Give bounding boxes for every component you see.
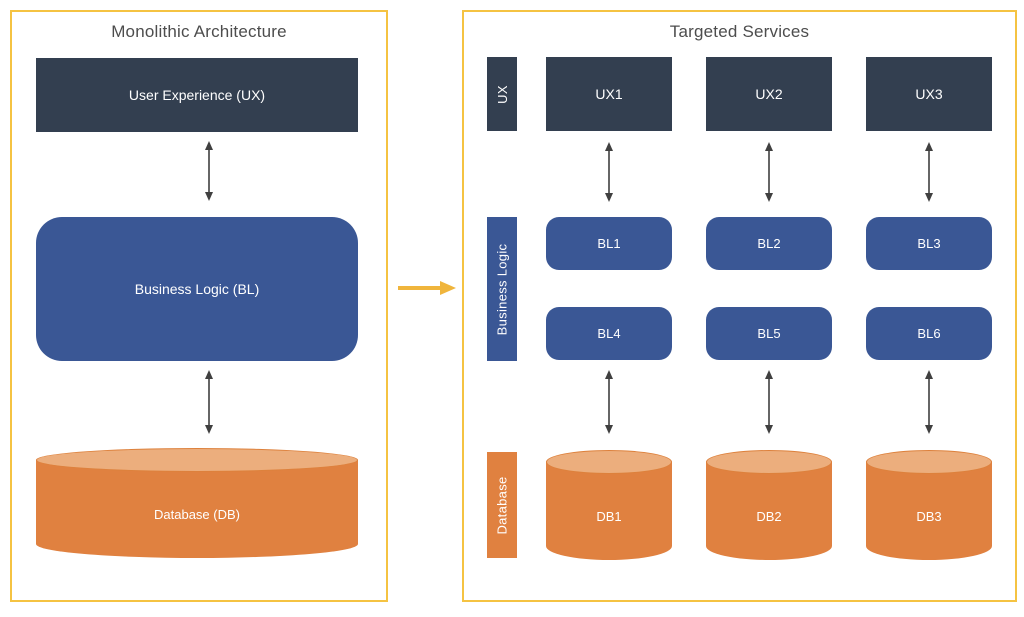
double-arrow-icon <box>205 141 213 201</box>
double-arrow-icon <box>765 142 773 202</box>
targeted-services-title: Targeted Services <box>669 22 810 41</box>
service-box-ux1: UX1 <box>546 57 672 131</box>
service-box-ux3: UX3 <box>866 57 992 131</box>
service-db3-cylinder: DB3 <box>866 450 992 560</box>
cylinder-top-ellipse <box>546 450 672 474</box>
cylinder-top-ellipse <box>866 450 992 474</box>
cylinder-top-ellipse <box>706 450 832 474</box>
service-box-bl1: BL1 <box>546 217 672 270</box>
service-box-ux2: UX2 <box>706 57 832 131</box>
double-arrow-icon <box>925 142 933 202</box>
double-arrow-icon <box>765 370 773 434</box>
service-db2-cylinder: DB2 <box>706 450 832 560</box>
row-label-business-logic: Business Logic <box>487 217 517 361</box>
monolithic-panel-title: Monolithic Architecture <box>111 22 287 41</box>
double-arrow-icon <box>605 370 613 434</box>
double-arrow-icon <box>925 370 933 434</box>
targeted-services-panel: Targeted Services UX UX1 UX2 UX3 <box>462 10 1017 602</box>
row-label-ux: UX <box>487 57 517 131</box>
monolith-ux-box: User Experience (UX) <box>36 58 358 132</box>
service-box-bl3: BL3 <box>866 217 992 270</box>
monolith-bl-label: Business Logic (BL) <box>134 281 260 297</box>
service-box-bl4: BL4 <box>546 307 672 360</box>
monolith-db-label: Database (DB) <box>154 506 240 522</box>
row-label-database: Database <box>487 452 517 558</box>
service-box-bl6: BL6 <box>866 307 992 360</box>
service-box-bl5: BL5 <box>706 307 832 360</box>
monolith-bl-box: Business Logic (BL) <box>36 217 358 361</box>
monolith-db-cylinder: Database (DB) <box>36 448 358 558</box>
service-box-bl2: BL2 <box>706 217 832 270</box>
double-arrow-icon <box>605 142 613 202</box>
monolithic-panel: Monolithic Architecture User Experience … <box>10 10 388 602</box>
transform-right-arrow-icon <box>398 281 456 295</box>
service-db1-cylinder: DB1 <box>546 450 672 560</box>
cylinder-top-ellipse <box>36 448 358 472</box>
monolith-ux-label: User Experience (UX) <box>128 87 266 103</box>
double-arrow-icon <box>205 370 213 434</box>
